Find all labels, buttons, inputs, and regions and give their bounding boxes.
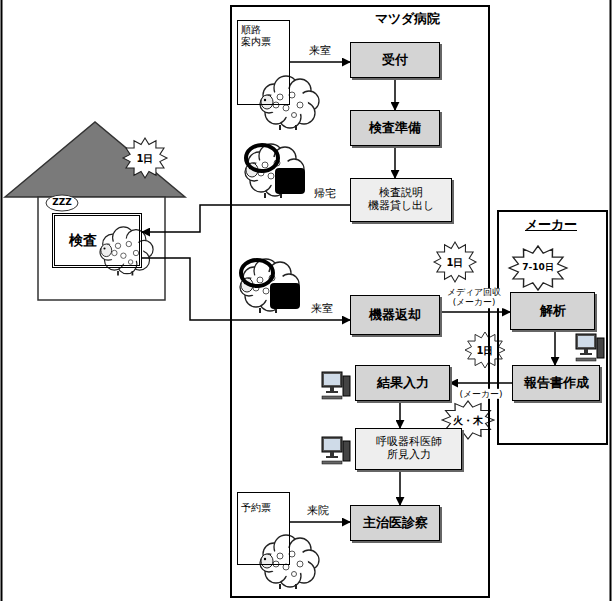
box-label: 順路 案内票 <box>241 24 286 47</box>
edge-label: 来院 <box>305 505 331 518</box>
box-label: 受付 <box>382 53 408 68</box>
process-box: 呼吸器科医師 所見入力 <box>355 428 462 470</box>
house-roof <box>5 122 185 197</box>
callout-text: 火・木 <box>453 415 483 426</box>
box-label: 報告書作成 <box>524 376 589 391</box>
box-label: 検査 <box>69 232 97 248</box>
flow-arrow <box>440 311 510 313</box>
flow-arrow <box>399 401 401 428</box>
device-bag <box>270 283 300 309</box>
flow-arrow <box>290 61 350 63</box>
edge-label: 帰宅 <box>312 188 338 201</box>
computer-icon <box>322 372 350 399</box>
sheep-figure <box>245 144 304 198</box>
box-label: 検査準備 <box>369 121 421 136</box>
flow-arrow <box>554 330 556 365</box>
region-title: マツダ病院 <box>375 12 440 27</box>
process-box: 機器返却 <box>350 295 440 335</box>
callout-star <box>123 138 167 178</box>
flow-arrow <box>394 78 396 110</box>
flow-arrow <box>142 205 350 232</box>
process-box: 受付 <box>350 42 440 78</box>
sleep-bubble <box>46 195 78 211</box>
box-label: 機器返却 <box>369 308 421 323</box>
process-box: 検査準備 <box>350 110 440 146</box>
callout-text: 1日 <box>137 153 154 164</box>
frame-line <box>1 0 3 601</box>
box-label: 検査説明 機器貸し出し <box>351 187 451 212</box>
sheep-figure <box>100 227 153 276</box>
process-box: 主治医診察 <box>350 505 440 541</box>
callout-star <box>465 332 505 368</box>
callout-text: 1日 <box>477 345 494 356</box>
callout-star <box>434 242 476 282</box>
computer-icon <box>576 334 604 361</box>
box-label: 予約票 <box>241 502 271 514</box>
callout-text: 7-10日 <box>522 263 554 273</box>
callout-star <box>509 246 567 290</box>
region-box: メーカー解析報告書作成 <box>497 210 608 445</box>
house-body <box>38 197 165 300</box>
box-label: 解析 <box>540 304 566 319</box>
device-strap <box>241 260 273 286</box>
process-box: 報告書作成 <box>512 365 600 401</box>
device-bag <box>275 168 305 194</box>
flow-arrow <box>142 258 350 320</box>
callout-text: ZZZ <box>52 198 72 208</box>
box-label: 呼吸器科医師 所見入力 <box>356 436 461 461</box>
flow-arrow <box>450 382 512 384</box>
frame-line <box>610 0 612 601</box>
home-box: 検査 <box>52 213 142 268</box>
computer-icon <box>322 437 350 464</box>
box-label: 結果入力 <box>377 376 429 391</box>
callout-text: 1日 <box>447 257 464 268</box>
flow-arrow <box>394 146 396 178</box>
ticket-card: 順路 案内票 <box>237 20 290 105</box>
flow-arrow <box>399 470 401 505</box>
edge-label: メディア回収 (メーカー) <box>442 288 506 308</box>
region-title: メーカー <box>525 218 577 233</box>
ticket-card: 予約票 <box>237 492 290 565</box>
edge-label: (メーカー) <box>457 389 504 399</box>
process-box: 解析 <box>510 292 595 330</box>
edge-label: 来室 <box>309 303 335 316</box>
sheep-figure <box>240 259 299 313</box>
flow-arrow <box>290 521 350 523</box>
process-box: 結果入力 <box>355 365 450 401</box>
device-strap <box>246 145 278 171</box>
edge-label: 来室 <box>307 45 333 58</box>
process-box: 検査説明 機器貸し出し <box>350 178 452 222</box>
box-label: 主治医診察 <box>363 516 428 531</box>
